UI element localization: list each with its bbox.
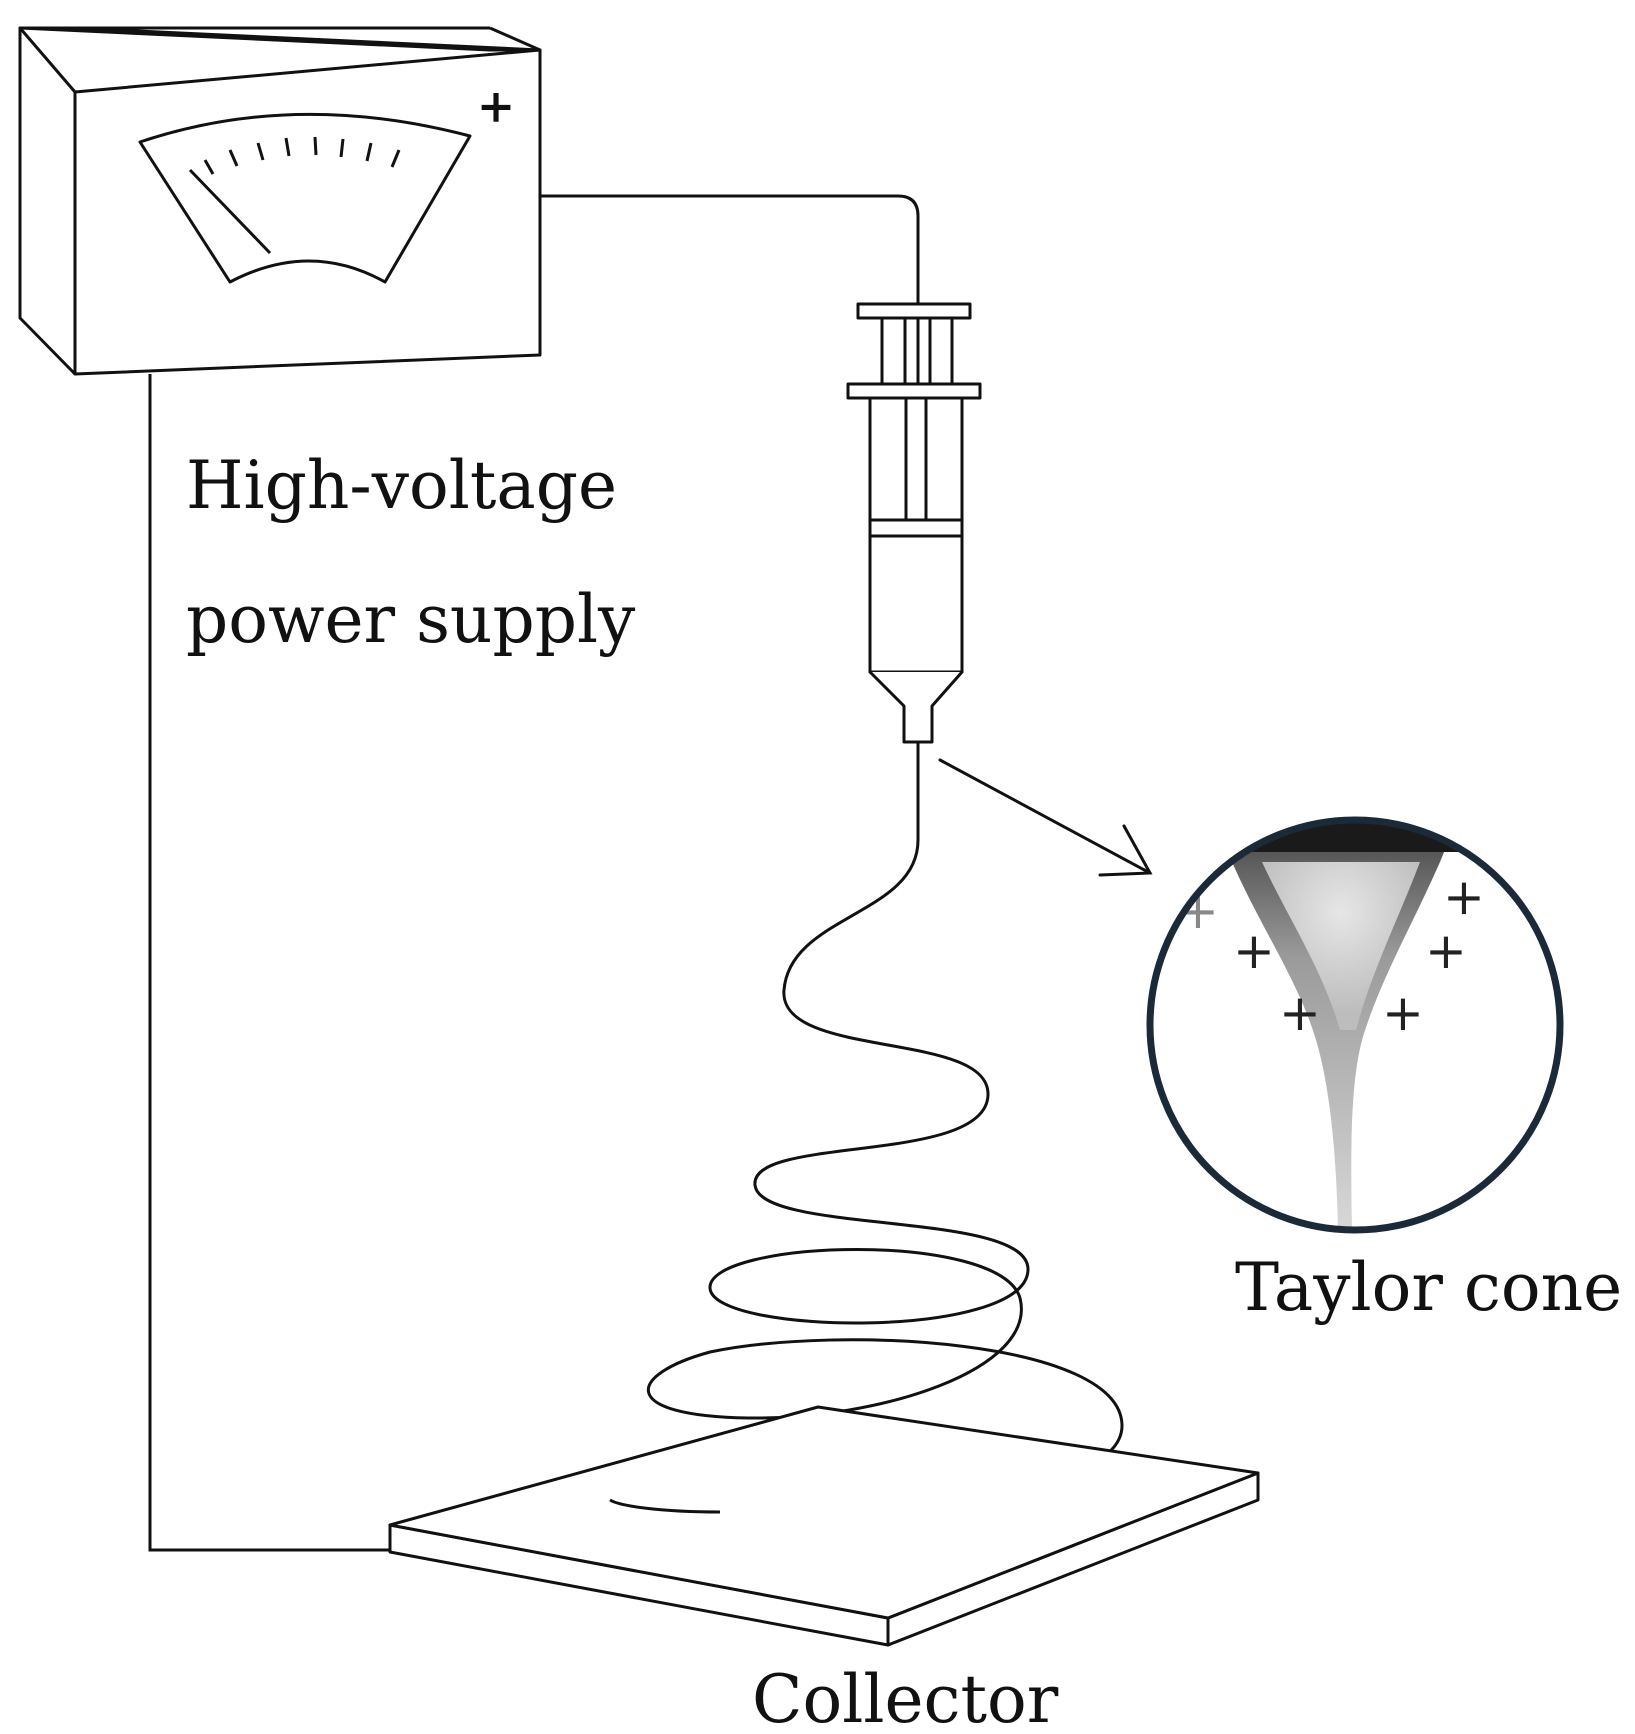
wire-to-needle: [540, 194, 920, 304]
charge-sign: +: [1382, 984, 1424, 1042]
inset-ring: [1146, 816, 1564, 1234]
taylor-cone-label: Taylor cone: [1235, 1249, 1622, 1326]
power-supply-top-face: [18, 26, 542, 52]
surface-charges: + + + + + +: [1177, 868, 1485, 1042]
charge-sign: +: [1233, 922, 1275, 980]
plunger-thumb-flange: [856, 302, 972, 320]
whipping-jet-spiral: [608, 838, 1124, 1510]
power-supply-side-face: [18, 26, 77, 376]
charge-sign: +: [1279, 984, 1321, 1042]
syringe: [846, 302, 982, 744]
power-supply-label-line2: power supply: [186, 581, 636, 658]
barrel-finger-flange: [846, 382, 982, 400]
syringe-tip: [868, 670, 964, 744]
positive-terminal-sign: +: [477, 79, 516, 133]
collector-top-surface: [388, 1405, 1260, 1620]
voltmeter-dial: [138, 112, 472, 284]
taylor-cone-inset: + + + + + +: [1146, 816, 1564, 1234]
wires: [148, 194, 920, 1552]
plunger-seal: [868, 518, 964, 538]
jet-front-arc: [609, 1498, 721, 1514]
plunger-shaft: [904, 398, 928, 520]
charge-sign: +: [1443, 868, 1485, 926]
wire-to-collector: [148, 374, 390, 1552]
plunger-rods: [880, 318, 954, 384]
power-supply-label-line1: High-voltage: [186, 447, 617, 524]
collector-plate: [388, 1405, 1260, 1647]
polymer-jet: [608, 740, 1124, 1510]
taylor-cone-meniscus: [1262, 862, 1420, 1030]
collector-label: Collector: [752, 1661, 1059, 1734]
meter-scale-ticks: [203, 136, 401, 175]
zoom-arrow: [938, 758, 1153, 877]
meter-needle: [188, 168, 272, 255]
charge-sign: +: [1425, 922, 1467, 980]
